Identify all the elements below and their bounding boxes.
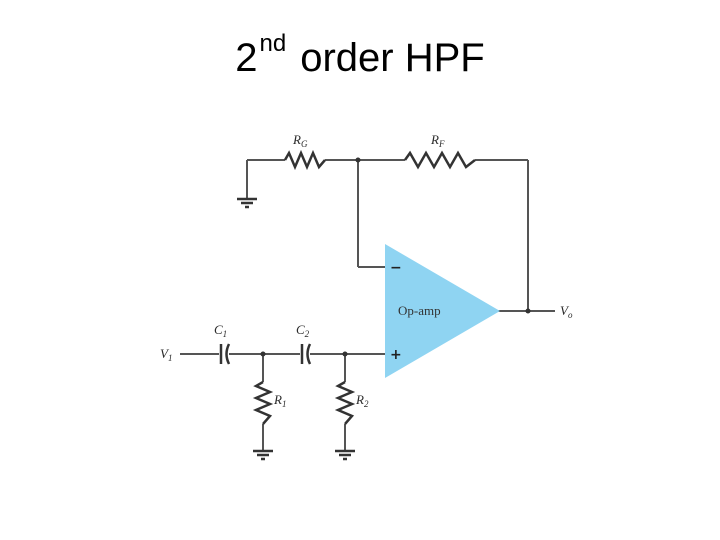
resistor-r2 (334, 380, 356, 425)
vo-label: Vo (560, 303, 573, 320)
slide-title: 2nd order HPF (0, 32, 720, 80)
resistor-rg (283, 149, 326, 171)
title-number: 2 (235, 36, 258, 80)
ground-icon-r1 (253, 449, 273, 461)
title-text: order HPF (300, 36, 485, 80)
opamp-minus-sign: − (390, 260, 402, 276)
resistor-rf (403, 150, 476, 170)
r2-label: R2 (355, 392, 369, 409)
v1-label: V1 (160, 346, 172, 363)
opamp-plus-sign: + (390, 347, 402, 363)
capacitor-c2 (300, 343, 312, 365)
junction-dot-r2 (342, 351, 348, 357)
opamp-triangle (385, 244, 500, 378)
c1-label: C1 (214, 322, 227, 339)
junction-dot-output (525, 308, 531, 314)
rf-label: RF (430, 132, 445, 149)
capacitor-c1 (219, 343, 231, 365)
opamp-label: Op-amp (398, 303, 441, 318)
ground-icon-rg (237, 197, 257, 209)
junction-dot-r1 (260, 351, 266, 357)
junction-dot-feedback (355, 157, 361, 163)
resistor-r1 (252, 380, 274, 425)
r1-label: R1 (273, 392, 286, 409)
title-superscript: nd (259, 30, 287, 57)
ground-icon-r2 (335, 449, 355, 461)
rg-label: RG (292, 132, 308, 149)
c2-label: C2 (296, 322, 310, 339)
